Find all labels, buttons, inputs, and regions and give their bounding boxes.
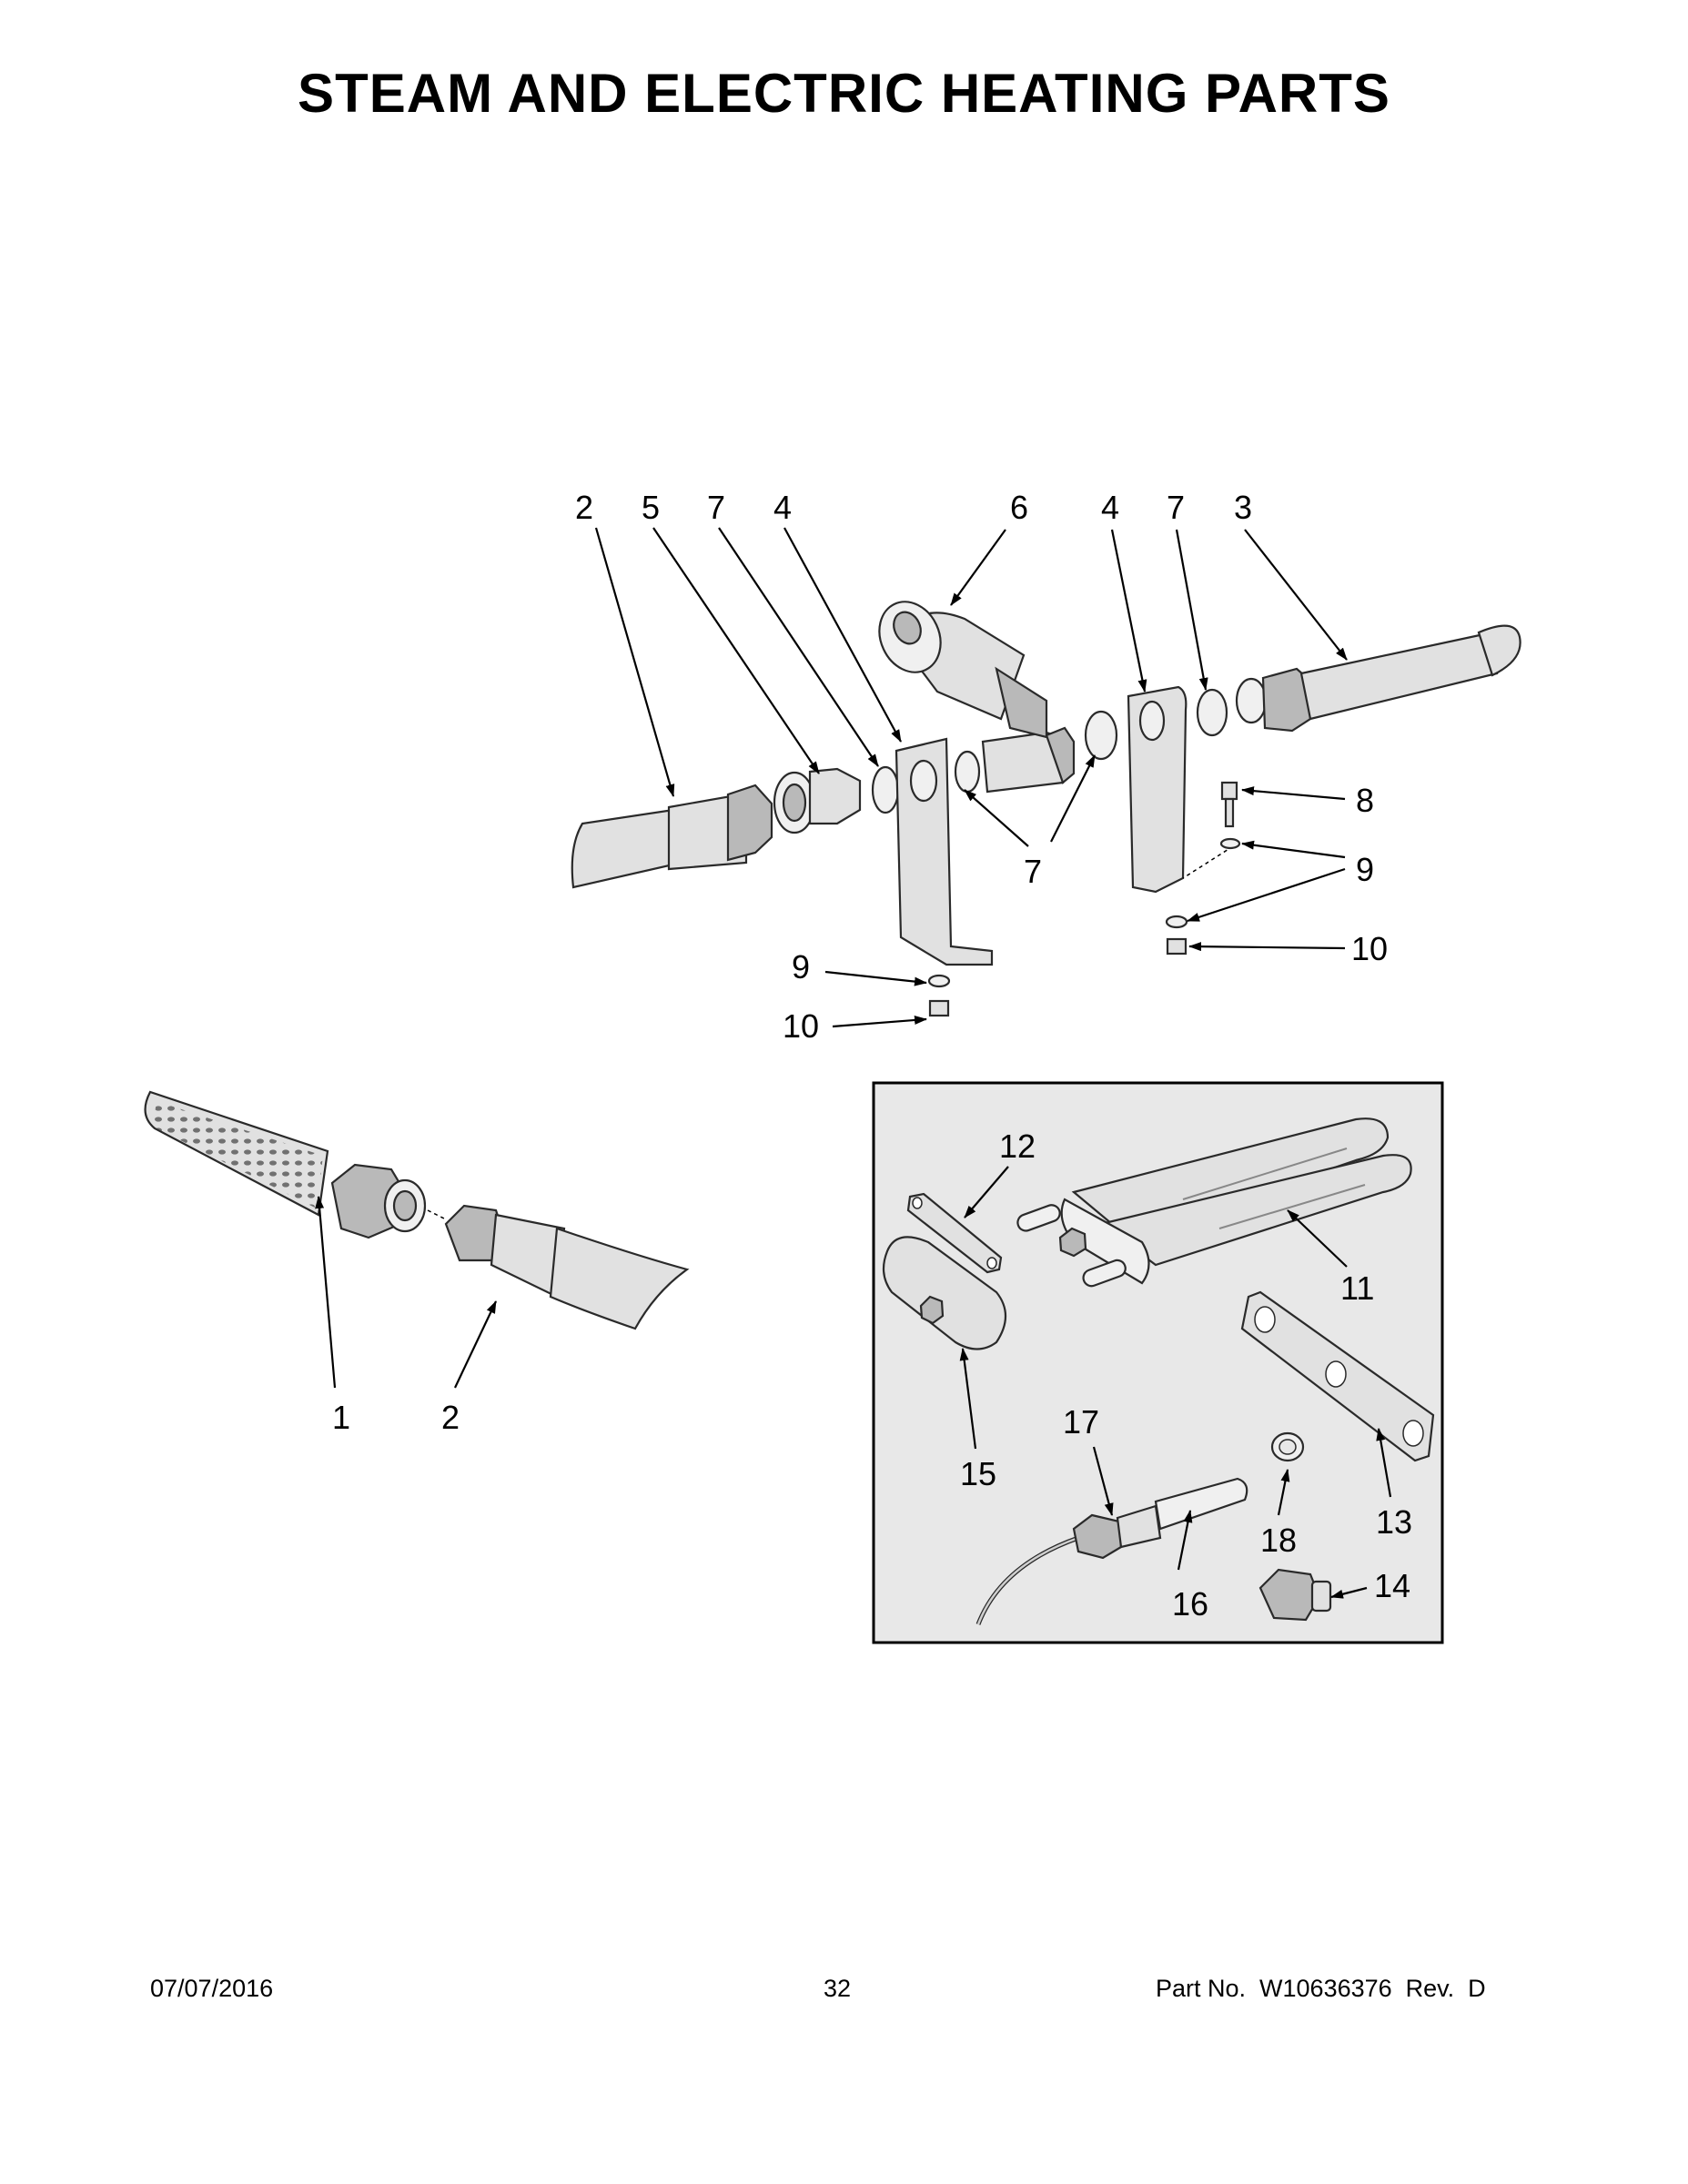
callout-14: 14: [1374, 1567, 1410, 1604]
bracket-left-part: [895, 737, 994, 966]
callout-12: 12: [999, 1127, 1036, 1165]
callout-11: 11: [1340, 1269, 1374, 1307]
callout-13: 13: [1376, 1503, 1412, 1541]
callout-labels: 2 5 7 4 6 4 7 3 8 9 10 7 9 10 1 2 12 11 …: [332, 489, 1412, 1623]
terminal-gasket-part: [882, 1236, 1007, 1350]
steam-assembly: [571, 601, 1521, 1017]
callout-15: 15: [960, 1455, 996, 1492]
steam-hose-part: [571, 784, 773, 889]
solenoid-valve-part: [878, 601, 1076, 794]
steam-pipe-part: [1235, 624, 1521, 733]
callout-2-left: 2: [441, 1399, 460, 1436]
callout-1: 1: [332, 1399, 350, 1436]
temperature-sensor-part: [975, 1477, 1248, 1625]
callout-4-right: 4: [1101, 489, 1119, 526]
electric-heating-box: [872, 1081, 1444, 1644]
washer-right-part: [1084, 710, 1118, 761]
drain-plug-part: [1258, 1568, 1332, 1622]
callout-10-left: 10: [783, 1007, 819, 1045]
nozzle-assembly: [144, 1090, 690, 1389]
terminal-strip-part: [1240, 1290, 1435, 1462]
footer-page-number: 32: [824, 1975, 852, 2002]
callout-7-top-right: 7: [1167, 489, 1185, 526]
washer-mid-part: [954, 750, 981, 794]
callout-8: 8: [1356, 782, 1374, 819]
callout-2-top: 2: [575, 489, 593, 526]
callout-17: 17: [1063, 1403, 1099, 1441]
callout-10-right: 10: [1351, 930, 1388, 967]
washer-pipe-part: [1196, 688, 1228, 737]
bracket-right-part: [1127, 685, 1188, 894]
washer-screw-part: [1219, 837, 1241, 850]
inlet-fitting-part: [773, 767, 862, 834]
callout-7-top-left: 7: [707, 489, 725, 526]
callout-7-mid: 7: [1024, 853, 1042, 890]
callout-5: 5: [642, 489, 660, 526]
spray-nozzle-part: [144, 1090, 427, 1239]
nozzle-hose-part: [444, 1204, 690, 1330]
gasket-plate-part: [906, 1192, 1003, 1274]
washer-right-bottom-part: [1165, 915, 1188, 929]
seal-ring-part: [1270, 1431, 1305, 1462]
nut-left-part: [928, 999, 950, 1017]
callout-9-left: 9: [792, 948, 810, 986]
heating-element-part: [1016, 1117, 1412, 1288]
nut-right-part: [1166, 937, 1188, 956]
screw-part: [1220, 781, 1238, 828]
callout-6: 6: [1010, 489, 1028, 526]
callout-3: 3: [1234, 489, 1252, 526]
callout-4-left: 4: [773, 489, 792, 526]
callout-leaders-top: [594, 527, 1348, 1028]
footer-part-number: Part No. W10636376 Rev. D: [1156, 1975, 1486, 2002]
callout-18: 18: [1260, 1522, 1297, 1559]
washer-left-bottom-part: [927, 974, 951, 988]
callout-9-right: 9: [1356, 851, 1374, 888]
washer-left-part: [871, 765, 900, 814]
callout-16: 16: [1172, 1585, 1208, 1623]
page-title: STEAM AND ELECTRIC HEATING PARTS: [298, 63, 1390, 124]
footer-date: 07/07/2016: [150, 1975, 274, 2002]
